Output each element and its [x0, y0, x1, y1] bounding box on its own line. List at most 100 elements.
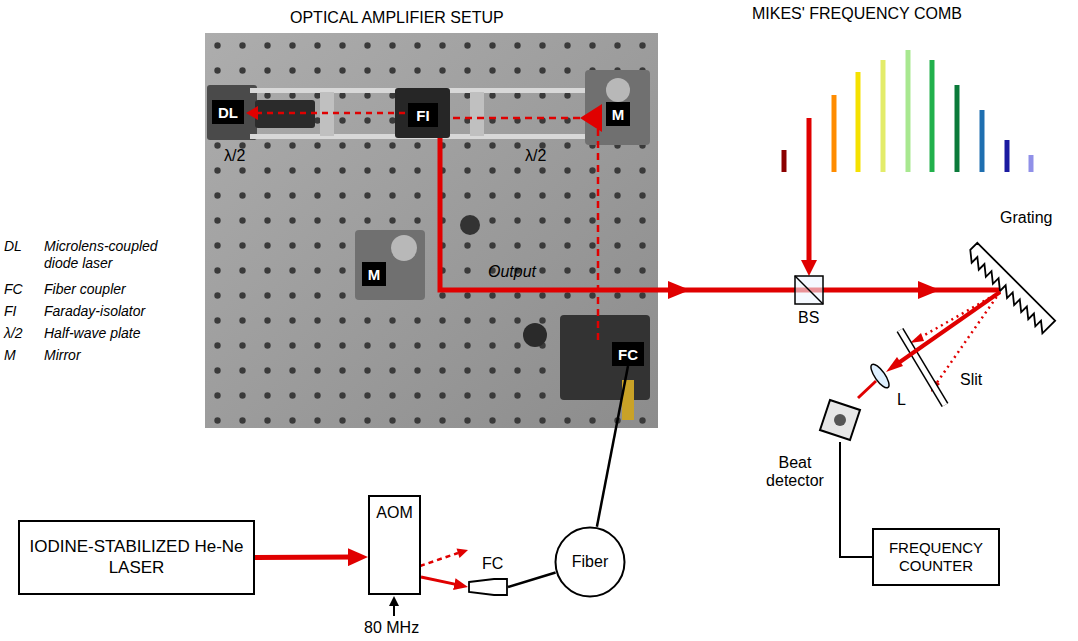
frequency-comb	[832, 95, 837, 172]
key-text: Half-wave plate	[44, 325, 141, 342]
laser-beam	[918, 281, 940, 299]
node-label: FC	[482, 554, 503, 573]
signal-wire	[840, 442, 872, 557]
fiber-coil-shape	[556, 528, 625, 597]
key-abbreviation: FC	[4, 281, 23, 298]
frequency-comb	[930, 60, 935, 172]
fiber-coil: Fiber	[554, 526, 626, 598]
diffraction-grating	[965, 243, 1056, 334]
frequency-comb	[807, 118, 812, 262]
laser-beam	[858, 381, 876, 398]
coupler-shape	[468, 578, 508, 596]
key-abbreviation: λ/2	[4, 325, 23, 342]
optical-table-photo	[606, 78, 630, 102]
photo-tag: DL	[212, 100, 244, 124]
component-label: L	[897, 390, 906, 409]
key-text: Mirror	[44, 347, 81, 364]
frequency-comb	[784, 50, 1031, 276]
detector-shape	[820, 400, 860, 440]
slit	[900, 330, 945, 405]
fiber-cable	[508, 573, 556, 588]
optical-table-photo	[460, 215, 480, 235]
rf-input-arrow	[389, 596, 399, 616]
frequency-comb	[906, 50, 911, 172]
frequency-comb	[801, 260, 817, 276]
part-tag-label: DL	[218, 105, 238, 120]
laser-beam-arrow	[255, 555, 356, 560]
part-tag-label: FI	[416, 108, 429, 123]
aom-diffraction	[420, 549, 468, 567]
optical-table-photo	[207, 85, 257, 140]
slit	[900, 330, 945, 405]
optical-table-photo	[205, 33, 658, 428]
lens	[868, 362, 892, 391]
frequency-comb	[881, 60, 886, 172]
beam-splitter	[795, 276, 823, 304]
aom-box: AOM	[368, 495, 421, 595]
component-label: λ/2	[224, 146, 245, 165]
optical-table-photo	[205, 33, 658, 428]
optical-table-photo	[470, 92, 484, 136]
aom-diffraction	[457, 549, 469, 559]
node-label: FREQUENCY COUNTER	[880, 539, 992, 575]
part-tag-label: M	[368, 267, 381, 282]
diffracted-beams	[910, 333, 924, 343]
frequency-comb	[856, 72, 861, 172]
signal-label: 80 MHz	[364, 618, 419, 637]
diffracted-beams	[936, 292, 1000, 384]
beat-detector: Beat detector	[818, 398, 862, 442]
laser-beam	[440, 138, 1000, 290]
laser-beam	[858, 292, 1000, 398]
diffracted-beams	[910, 292, 1000, 392]
laser-beam-arrow	[421, 577, 458, 585]
comb-title: MIKES' FREQUENCY COMB	[752, 4, 962, 23]
component-label: BS	[798, 308, 819, 327]
frequency-comb	[955, 85, 960, 172]
beam-label: Output	[488, 262, 536, 281]
photo-tag: M	[606, 102, 630, 126]
part-tag-label: FC	[618, 347, 638, 362]
slit	[900, 330, 945, 405]
detector-shape	[818, 398, 862, 442]
node-label: Beat detector	[760, 454, 830, 491]
laser-beam	[246, 106, 258, 120]
photo-tag: M	[362, 262, 386, 286]
diffraction-grating	[965, 243, 1056, 334]
laser-beam	[452, 118, 598, 340]
component-label: Grating	[1000, 208, 1052, 227]
lens	[868, 362, 892, 391]
photo-tag: FI	[408, 103, 438, 127]
frequency-comb	[1005, 140, 1010, 172]
optical-table-photo	[523, 323, 547, 347]
frequency-comb	[980, 110, 985, 172]
beam-splitter	[795, 276, 823, 304]
laser-beam	[258, 112, 405, 115]
optical-table-photo	[355, 230, 425, 300]
key-text: Microlens-coupled diode laser	[44, 238, 194, 272]
optical-table-photo	[560, 315, 650, 400]
optical-table-photo	[391, 235, 417, 261]
node-label: Fiber	[572, 553, 608, 571]
fiber-cable	[597, 366, 628, 527]
component-label: Slit	[960, 370, 982, 389]
component-label: λ/2	[525, 146, 546, 165]
laser-beam	[668, 281, 690, 299]
aom-diffraction	[420, 553, 458, 566]
node-label: AOM	[376, 503, 412, 522]
laser-beam	[580, 104, 602, 132]
beam-splitter	[795, 276, 823, 304]
photo-tag: FC	[612, 342, 644, 366]
part-tag-label: M	[612, 107, 625, 122]
laser-beam	[886, 357, 903, 372]
setup-title: OPTICAL AMPLIFIER SETUP	[290, 8, 504, 27]
laser-box: IODINE-STABILIZED He-Ne LASER	[18, 520, 255, 595]
key-text: Fiber coupler	[44, 281, 126, 298]
node-label: IODINE-STABILIZED He-Ne LASER	[26, 537, 247, 578]
key-abbreviation: DL	[4, 238, 22, 255]
fiber-coupler: FC	[468, 578, 508, 596]
laser-beam	[897, 292, 1000, 364]
rf-input-arrow	[389, 596, 399, 606]
optical-table-photo	[585, 70, 650, 145]
key-abbreviation: M	[4, 347, 16, 364]
